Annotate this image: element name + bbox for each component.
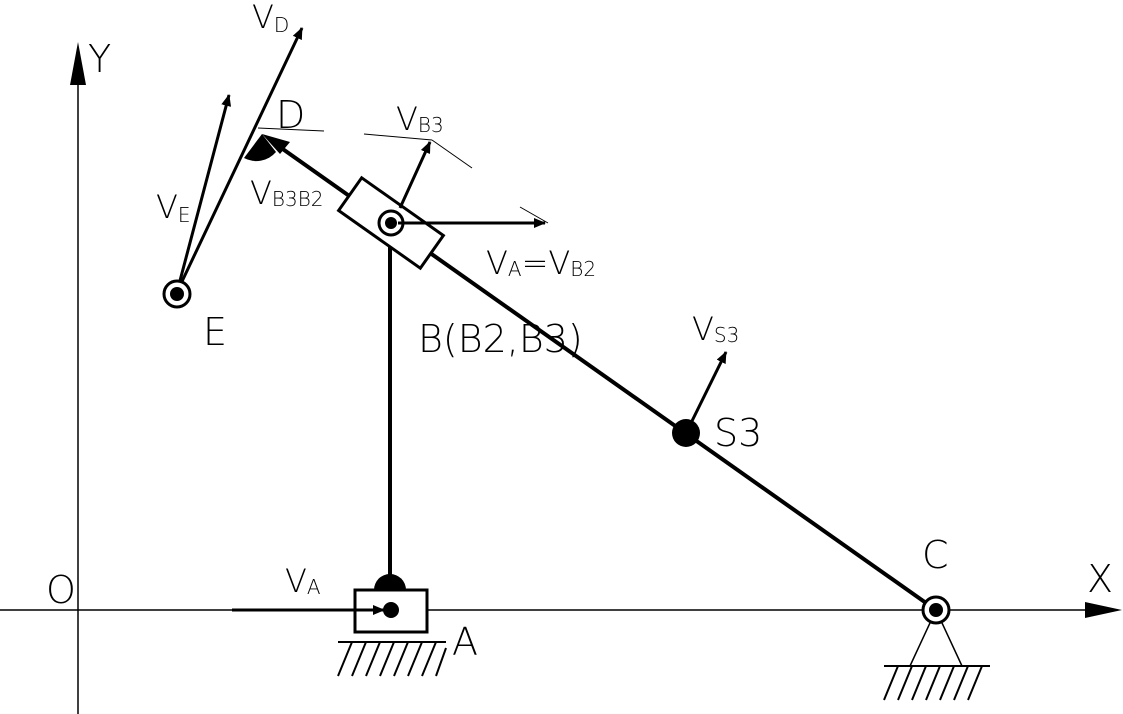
vb3-arrow	[398, 141, 432, 209]
vb3b2-main: V	[250, 174, 272, 212]
vd-arrow	[175, 27, 304, 293]
vs3-main: V	[692, 310, 714, 348]
va-eq-sub2: B2	[570, 257, 596, 281]
point-b-label: B(B2,B3)	[418, 317, 583, 361]
va-eq-main: V	[486, 244, 508, 282]
ve-main: V	[156, 188, 178, 226]
vd-label: VD	[252, 0, 289, 37]
angle-d	[244, 134, 276, 162]
va-eq-label: VA=VB2	[486, 244, 596, 282]
point-e-label: E	[203, 310, 227, 354]
vb3b2-sub: B3B2	[272, 187, 324, 211]
va-eq-sign: =	[522, 244, 549, 282]
va-eq-sub: A	[508, 257, 522, 281]
vb3b2-label: VB3B2	[250, 174, 324, 212]
va-label: VA	[285, 562, 321, 600]
vs3-sub: S3	[714, 323, 739, 347]
slider-a	[353, 574, 429, 634]
vb3b2-arrowhead	[262, 134, 290, 154]
origin-label: O	[46, 568, 76, 612]
point-c-label: C	[922, 533, 949, 577]
joint-c	[921, 595, 951, 625]
ve-arrow	[175, 94, 232, 293]
d-guide	[257, 127, 325, 132]
vb2-guide	[519, 206, 549, 224]
x-axis-label: X	[1087, 557, 1113, 601]
vs3-label: VS3	[692, 310, 739, 348]
y-axis-label: Y	[88, 37, 111, 81]
ve-sub: E	[178, 203, 191, 227]
point-d-label: D	[276, 93, 305, 137]
vs3-arrow	[690, 351, 728, 422]
support-c	[883, 609, 990, 701]
ve-label: VE	[156, 188, 191, 227]
point-a-label: A	[452, 620, 478, 664]
joint-e	[162, 279, 192, 309]
x-axis	[0, 602, 1122, 618]
vd-main: V	[252, 0, 274, 36]
vb3-main: V	[396, 100, 418, 138]
vb3-sub: B3	[418, 113, 444, 137]
y-axis	[70, 42, 86, 714]
va-main: V	[285, 562, 307, 600]
ground-a	[337, 641, 447, 677]
s3-mass-center	[672, 419, 700, 447]
point-s3-label: S3	[714, 411, 762, 455]
vb3-guide-2	[431, 139, 473, 169]
va-eq-main2: V	[548, 244, 570, 282]
va-sub: A	[307, 575, 321, 599]
vb3-label: VB3	[396, 100, 444, 138]
joint-b	[377, 209, 405, 237]
vb3-guide-1	[363, 133, 433, 141]
vd-sub: D	[274, 13, 289, 37]
